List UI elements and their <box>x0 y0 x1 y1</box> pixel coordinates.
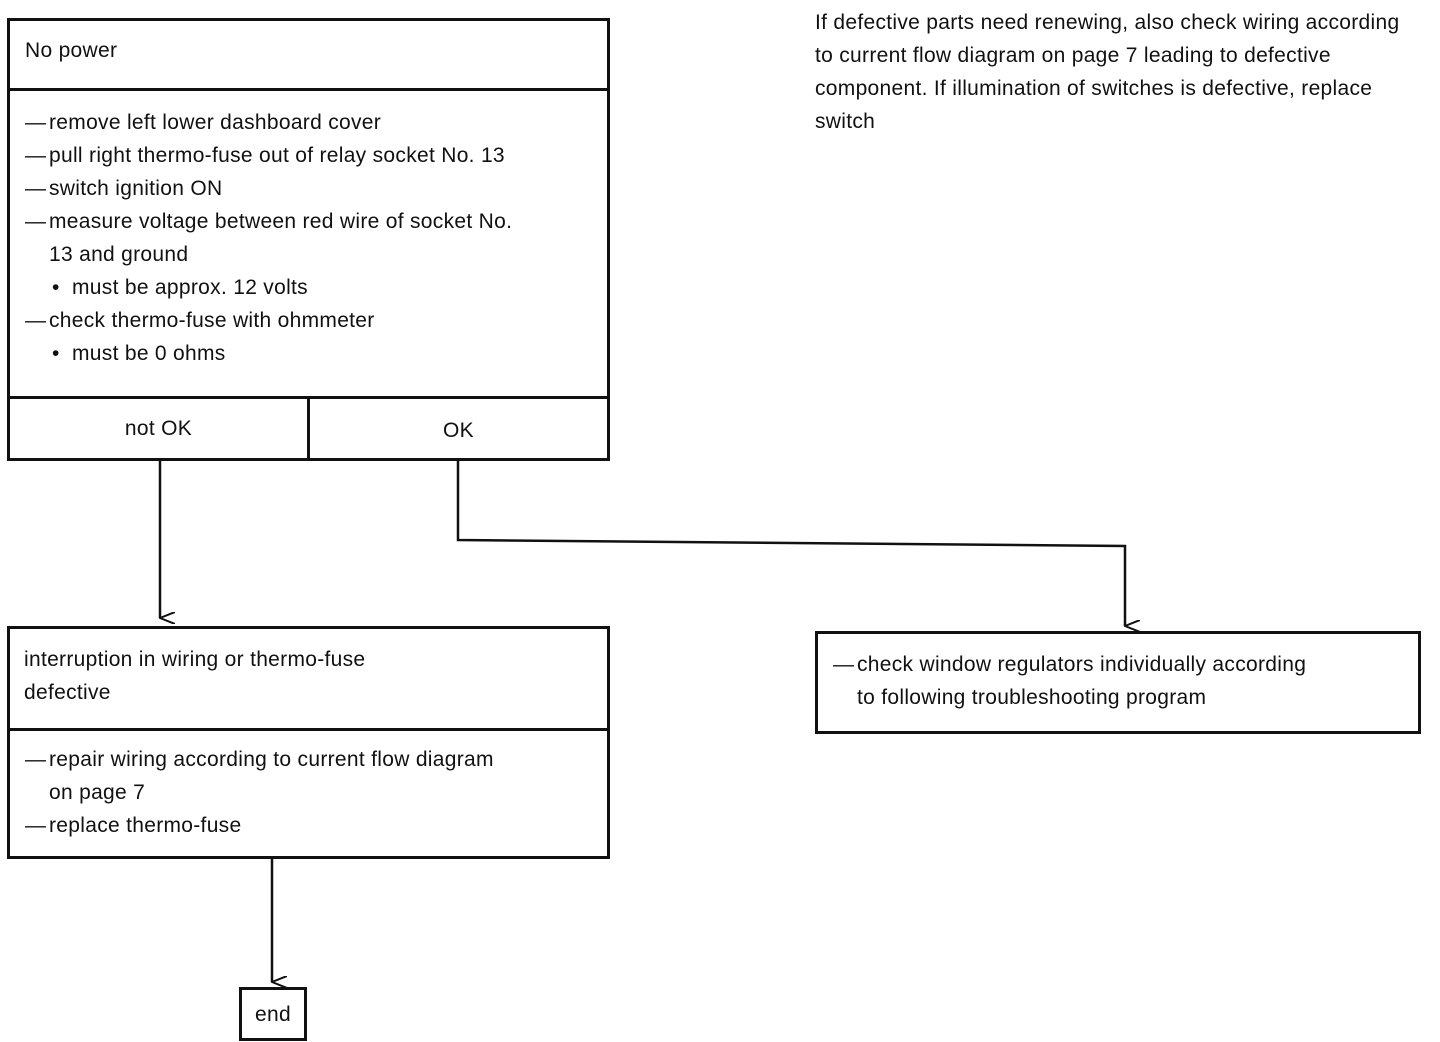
step-measure-voltage-cont: 13 and ground <box>49 243 189 266</box>
check-regulators-box: check window regulators individually acc… <box>815 631 1421 734</box>
no-power-box: No power remove left lower dashboard cov… <box>7 18 610 461</box>
result-not-ok: not OK <box>10 399 310 458</box>
step-switch-ignition: switch ignition ON <box>25 172 607 205</box>
step-measure-voltage: measure voltage between red wire of sock… <box>25 205 607 238</box>
interruption-header: interruption in wiring or thermo-fuse de… <box>10 629 607 728</box>
instruction-note: If defective parts need renewing, also c… <box>815 11 1400 133</box>
no-power-title: No power <box>25 39 118 62</box>
step-repair-wiring-cont: on page 7 <box>49 781 146 804</box>
step-check-window-regulators-cont: to following troubleshooting program <box>857 686 1207 709</box>
end-terminal: end <box>239 987 307 1041</box>
arrow-ok-to-check-regulators <box>456 460 1125 626</box>
interruption-title-line1: interruption in wiring or thermo-fuse <box>24 648 366 671</box>
interruption-steps: repair wiring according to current flow … <box>10 728 607 842</box>
step-repair-wiring: repair wiring according to current flow … <box>25 743 607 776</box>
no-power-steps: remove left lower dashboard cover pull r… <box>10 88 607 396</box>
step-replace-thermo-fuse: replace thermo-fuse <box>25 809 607 842</box>
step-remove-cover: remove left lower dashboard cover <box>25 106 607 139</box>
result-ok: OK <box>443 419 474 442</box>
check-0-ohms: must be 0 ohms <box>25 337 607 370</box>
end-label: end <box>255 1003 291 1026</box>
interruption-box: interruption in wiring or thermo-fuse de… <box>7 626 610 859</box>
interruption-title-line2: defective <box>24 681 111 704</box>
step-pull-thermo-fuse: pull right thermo-fuse out of relay sock… <box>25 139 607 172</box>
step-check-thermo-fuse: check thermo-fuse with ohmmeter <box>25 304 607 337</box>
check-12-volts: must be approx. 12 volts <box>25 271 607 304</box>
no-power-header: No power <box>10 21 607 88</box>
step-check-window-regulators: check window regulators individually acc… <box>833 648 1418 681</box>
no-power-results: not OK OK <box>10 396 607 458</box>
